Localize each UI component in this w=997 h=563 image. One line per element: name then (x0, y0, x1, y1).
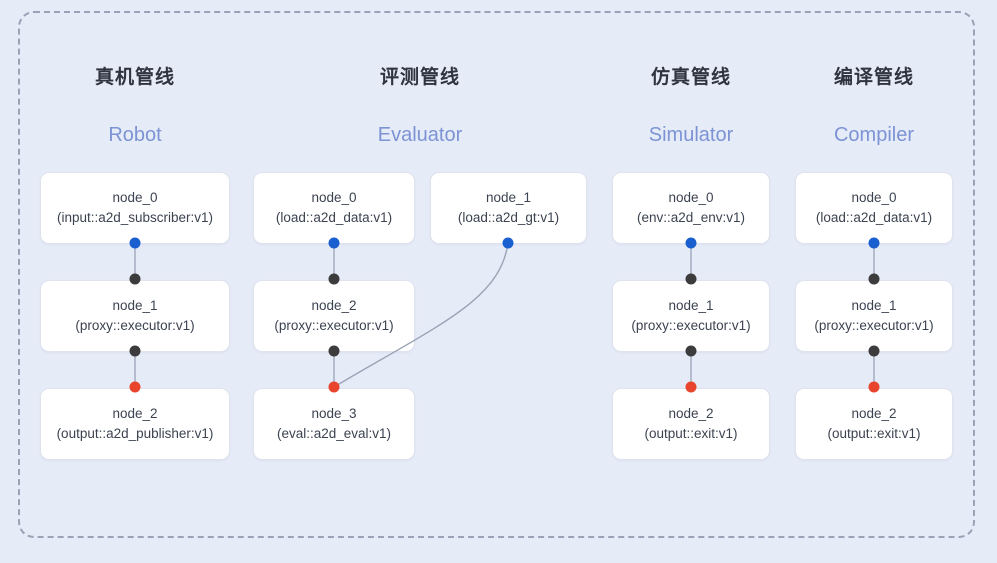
node-card[interactable]: node_2(proxy::executor:v1) (253, 280, 415, 352)
column-title-cn-evaluator: 评测管线 (379, 67, 460, 88)
node-name: node_2 (668, 406, 714, 421)
port-input[interactable] (328, 237, 340, 249)
port-relay[interactable] (129, 345, 141, 357)
node-kind: (proxy::executor:v1) (75, 318, 195, 333)
node-kind: (output::exit:v1) (827, 426, 921, 441)
diagram-dashed-frame (18, 11, 975, 538)
port-output[interactable] (685, 381, 697, 393)
port-relay[interactable] (685, 345, 697, 357)
column-title-en-robot: Robot (108, 124, 162, 146)
node-card[interactable]: node_2(output::a2d_publisher:v1) (40, 388, 230, 460)
node-kind: (load::a2d_data:v1) (275, 210, 393, 225)
column-title-cn-compiler: 编译管线 (833, 67, 914, 88)
node-kind: (proxy::executor:v1) (631, 318, 751, 333)
node-name: node_1 (668, 298, 714, 313)
port-input[interactable] (685, 237, 697, 249)
column-title-en-simulator: Simulator (648, 124, 734, 146)
node-card[interactable]: node_0(env::a2d_env:v1) (612, 172, 770, 244)
node-kind: (input::a2d_subscriber:v1) (56, 210, 214, 225)
node-kind: (load::a2d_data:v1) (815, 210, 933, 225)
column-title-en-compiler: Compiler (833, 124, 915, 146)
node-name: node_2 (311, 298, 357, 313)
node-name: node_1 (485, 190, 532, 205)
node-card[interactable]: node_1(proxy::executor:v1) (612, 280, 770, 352)
port-input[interactable] (129, 237, 141, 249)
port-input[interactable] (502, 237, 514, 249)
node-name: node_2 (851, 406, 897, 421)
port-input[interactable] (868, 237, 880, 249)
node-name: node_1 (112, 298, 158, 313)
port-relay[interactable] (328, 273, 340, 285)
port-relay[interactable] (328, 345, 340, 357)
node-name: node_2 (112, 406, 158, 421)
port-relay[interactable] (685, 273, 697, 285)
node-name: node_3 (311, 406, 357, 421)
column-title-cn-simulator: 仿真管线 (650, 67, 731, 88)
node-kind: (eval::a2d_eval:v1) (276, 426, 392, 441)
node-kind: (output::exit:v1) (644, 426, 738, 441)
port-output[interactable] (328, 381, 340, 393)
node-name: node_0 (112, 190, 158, 205)
node-kind: (load::a2d_gt:v1) (457, 210, 560, 225)
node-kind: (proxy::executor:v1) (814, 318, 934, 333)
port-relay[interactable] (868, 345, 880, 357)
node-name: node_1 (851, 298, 897, 313)
node-kind: (env::a2d_env:v1) (636, 210, 746, 225)
port-relay[interactable] (868, 273, 880, 285)
node-card[interactable]: node_0(input::a2d_subscriber:v1) (40, 172, 230, 244)
node-kind: (output::a2d_publisher:v1) (56, 426, 214, 441)
node-kind: (proxy::executor:v1) (274, 318, 394, 333)
node-name: node_0 (851, 190, 897, 205)
port-output[interactable] (868, 381, 880, 393)
node-card[interactable]: node_1(proxy::executor:v1) (40, 280, 230, 352)
port-relay[interactable] (129, 273, 141, 285)
node-card[interactable]: node_0(load::a2d_data:v1) (795, 172, 953, 244)
column-title-en-evaluator: Evaluator (377, 124, 463, 146)
node-name: node_0 (311, 190, 357, 205)
node-name: node_0 (668, 190, 714, 205)
node-card[interactable]: node_0(load::a2d_data:v1) (253, 172, 415, 244)
node-card[interactable]: node_1(proxy::executor:v1) (795, 280, 953, 352)
port-output[interactable] (129, 381, 141, 393)
node-card[interactable]: node_2(output::exit:v1) (612, 388, 770, 460)
column-title-cn-robot: 真机管线 (94, 67, 175, 88)
node-card[interactable]: node_1(load::a2d_gt:v1) (430, 172, 587, 244)
node-card[interactable]: node_3(eval::a2d_eval:v1) (253, 388, 415, 460)
node-card[interactable]: node_2(output::exit:v1) (795, 388, 953, 460)
